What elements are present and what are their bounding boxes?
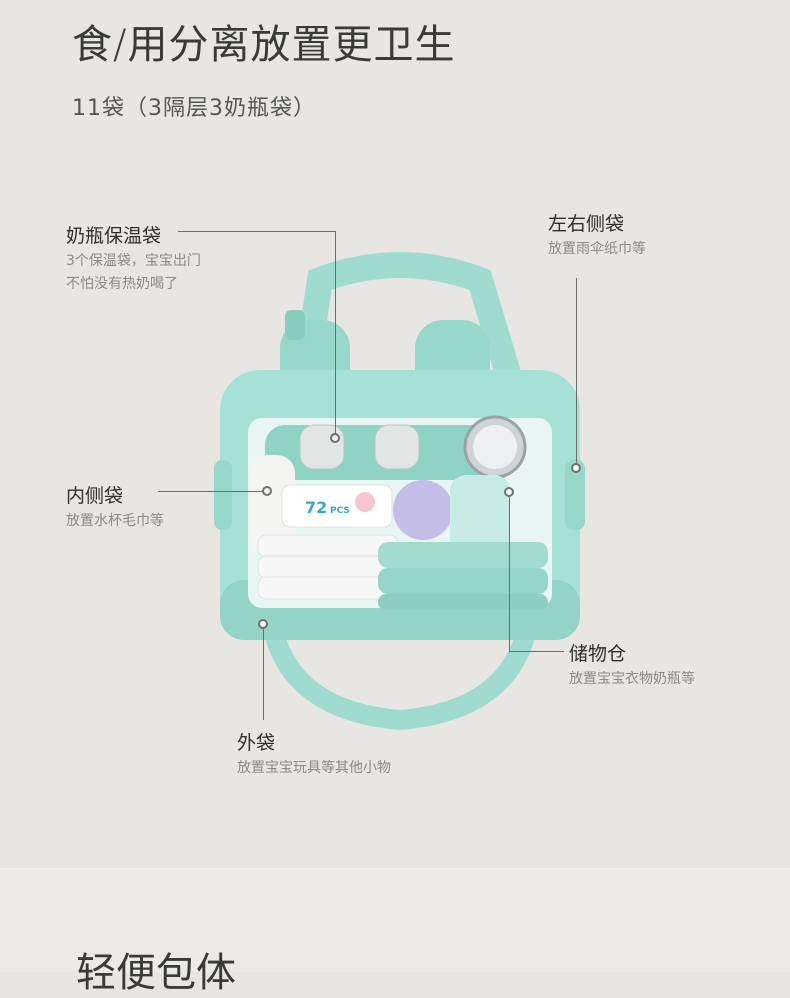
wipes-unit: PCS <box>330 506 350 516</box>
outer-bag-desc: 放置宝宝玩具等其他小物 <box>237 760 391 776</box>
inner-bag-dot <box>262 486 272 496</box>
side-bag-leader <box>576 278 577 468</box>
bottle-bag-leader-v <box>335 231 336 437</box>
outer-bag-leader <box>263 628 264 720</box>
storage-title: 储物仓 <box>569 643 627 665</box>
page-title: 食/用分离放置更卫生 <box>72 22 456 68</box>
bottle-bag-leader-h <box>178 231 336 232</box>
outer-bag-title: 外袋 <box>237 732 276 754</box>
page-subtitle: 11袋（3隔层3奶瓶袋） <box>72 96 316 121</box>
bottle-bag-desc-1: 3个保温袋，宝宝出门 <box>66 253 201 269</box>
bottle-bag-title: 奶瓶保温袋 <box>66 225 162 247</box>
side-bag-title: 左右侧袋 <box>548 213 625 235</box>
inner-bag-desc: 放置水杯毛巾等 <box>66 513 164 529</box>
next-section-title: 轻便包体 <box>76 950 236 996</box>
bottle-bag-dot <box>330 433 340 443</box>
bottle-bag-desc-2: 不怕没有热奶喝了 <box>66 276 178 292</box>
wipes-count: 72 <box>305 498 327 517</box>
section-divider <box>0 868 790 870</box>
storage-leader-h <box>509 651 564 652</box>
inner-bag-leader <box>158 491 263 492</box>
inner-bag-title: 内侧袋 <box>66 485 124 507</box>
next-section-panel <box>0 870 790 972</box>
side-bag-desc: 放置雨伞纸巾等 <box>548 241 646 257</box>
outer-bag-dot <box>258 619 268 629</box>
storage-leader-v <box>509 494 510 652</box>
diaper-bag-illustration: 72 PCS <box>214 252 585 730</box>
storage-dot <box>504 487 514 497</box>
storage-desc: 放置宝宝衣物奶瓶等 <box>569 671 695 687</box>
side-bag-dot <box>571 463 581 473</box>
